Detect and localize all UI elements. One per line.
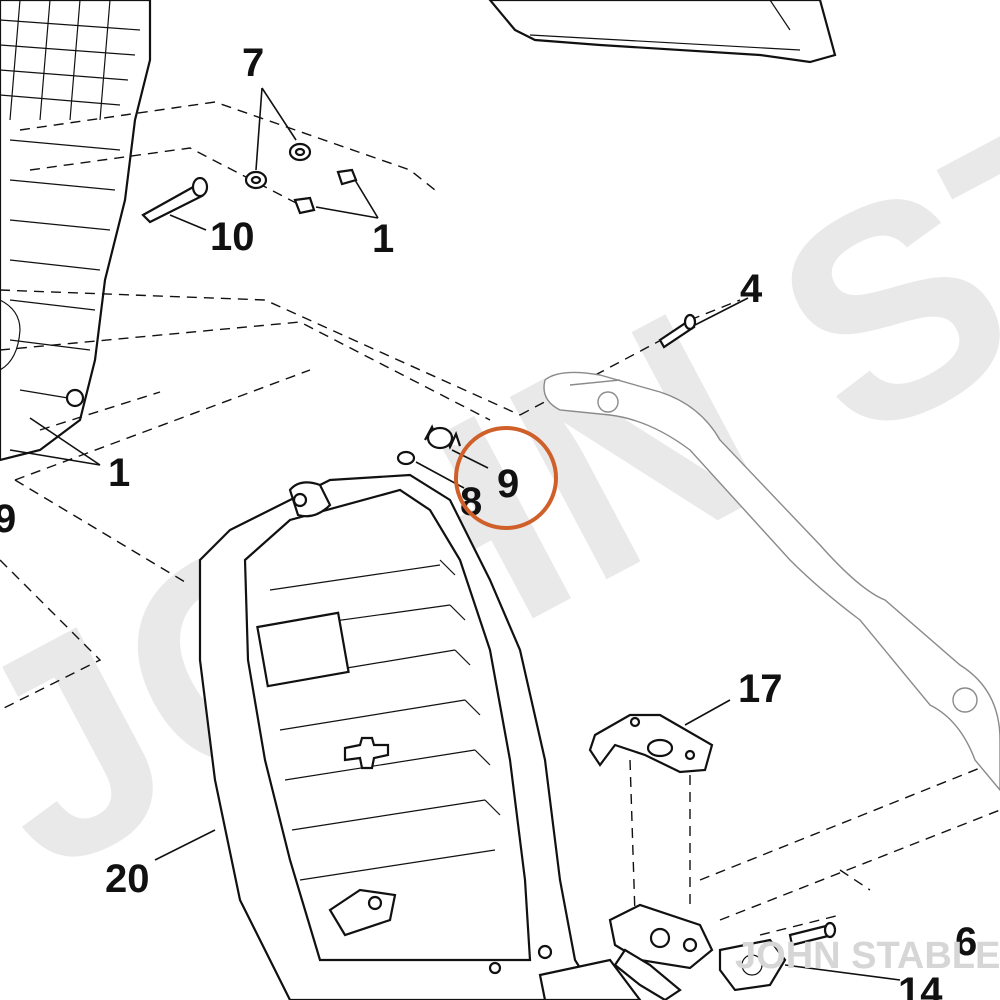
bracket-part: [588, 713, 714, 774]
leader-lines: [9, 87, 901, 981]
washer-part: [396, 450, 416, 466]
callout-1-top: 1: [372, 217, 394, 261]
ghost-arm-part: [543, 371, 1000, 792]
callout-9: 9: [497, 462, 519, 506]
assembly-guide-lines: [0, 101, 1000, 936]
callout-9-left: 9: [0, 497, 16, 541]
main-housing-part: [198, 473, 602, 1000]
callout-17: 17: [738, 667, 783, 711]
lower-mechanism-part: [538, 903, 787, 1000]
left-vent-assembly: [0, 0, 152, 462]
callout-labels: 7 1 10 4 1 9 9 8 17 20 6 14: [0, 41, 977, 1000]
hardware-parts: [141, 142, 837, 947]
callout-20: 20: [105, 857, 150, 901]
callout-8: 8: [460, 480, 482, 524]
top-panel-part: [488, 0, 837, 64]
callout-4: 4: [740, 267, 763, 311]
callout-1-left: 1: [108, 451, 130, 495]
callout-7: 7: [242, 41, 264, 85]
spring-part: [424, 424, 462, 450]
callout-14: 14: [898, 970, 943, 1000]
footer-watermark: JOHN STABLE: [735, 935, 1000, 977]
callout-10: 10: [210, 215, 255, 259]
highlight-circle: [454, 426, 558, 530]
callout-6: 6: [955, 920, 977, 964]
